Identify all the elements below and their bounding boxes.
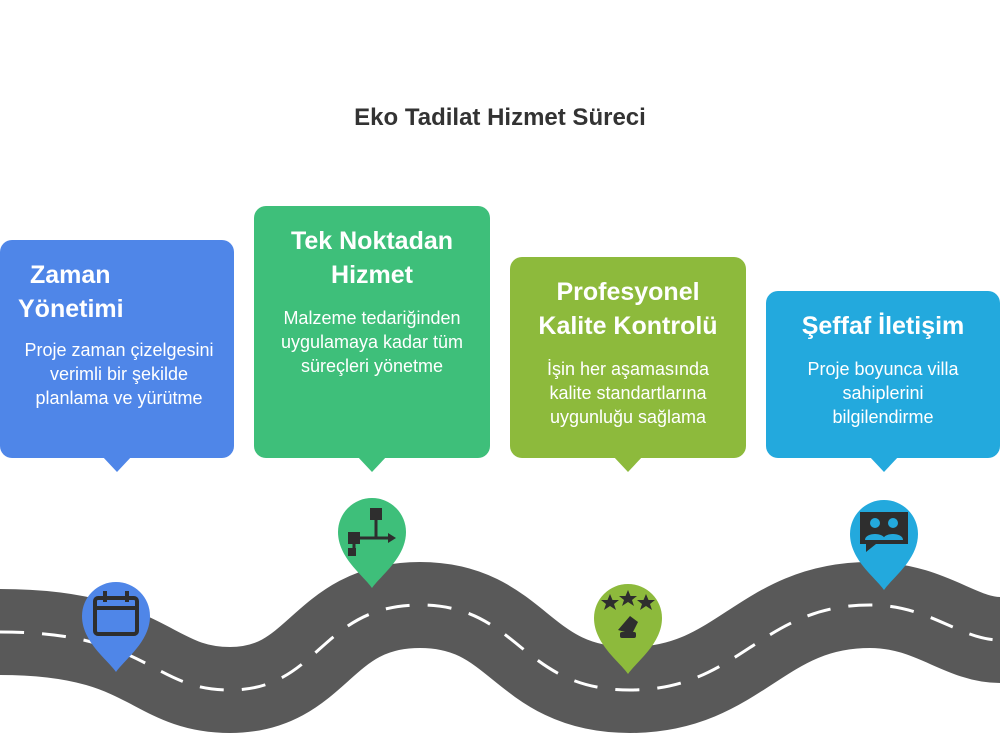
card-pointer: [613, 456, 643, 472]
card-pointer: [102, 456, 132, 472]
step-card-time-management: Zaman Yönetimi Proje zaman çizelgesini v…: [0, 240, 234, 458]
step-card-quality-control: Profesyonel Kalite Kontrolü İşin her aşa…: [510, 257, 746, 458]
rating-stars-icon: [601, 590, 655, 638]
step-title-line1: Tek Noktadan: [290, 227, 454, 255]
road-center-line: [0, 603, 1000, 692]
chat-people-icon: [860, 512, 908, 552]
step-description: Malzeme tedariğinden uygulamaya kadar tü…: [280, 308, 464, 376]
step-title-line1: Şeffaf İletişim: [801, 312, 965, 340]
step-description: İşin her aşamasında kalite standartların…: [546, 359, 710, 427]
step-title-line2: Yönetimi: [18, 295, 124, 323]
step-description: Proje zaman çizelgesini verimli bir şeki…: [24, 340, 214, 408]
step-title-line2: Hizmet: [331, 261, 413, 289]
map-pin-quality-control: [594, 584, 662, 674]
step-title-line1: Zaman: [30, 261, 111, 289]
calendar-icon: [93, 591, 139, 636]
step-card-single-point-service: Tek Noktadan Hizmet Malzeme tedariğinden…: [254, 206, 490, 458]
diagram-title: Eko Tadilat Hizmet Süreci: [354, 104, 646, 131]
step-description: Proje boyunca villa sahiplerini bilgilen…: [807, 359, 959, 427]
map-pin-single-point-service: [338, 498, 406, 588]
card-pointer: [357, 456, 387, 472]
workflow-icon: [348, 508, 396, 556]
step-card-transparent-communication: Şeffaf İletişim Proje boyunca villa sahi…: [766, 291, 1000, 458]
map-pin-transparent-communication: [850, 500, 918, 590]
card-pointer: [869, 456, 899, 472]
step-title-line1: Profesyonel: [556, 278, 700, 306]
map-pin-time-management: [82, 582, 150, 672]
step-title-line2: Kalite Kontrolü: [538, 312, 718, 340]
